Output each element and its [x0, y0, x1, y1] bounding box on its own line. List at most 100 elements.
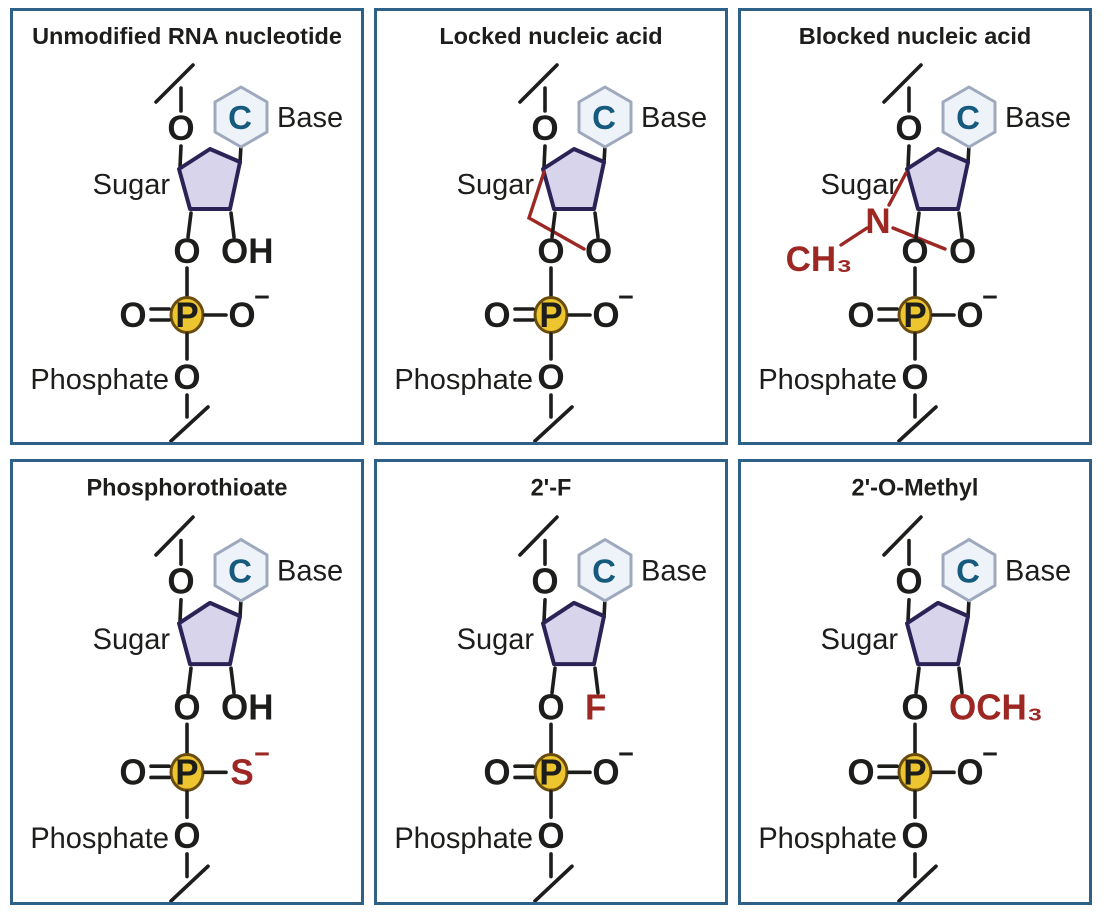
sugar-2prime-bond — [229, 211, 236, 239]
phosphorus-atom: P — [539, 753, 562, 792]
sugar-2prime-group: F — [585, 688, 606, 727]
o5-atom: O — [531, 109, 558, 148]
bottom-strand-slash — [169, 405, 210, 442]
p-right-atom: O — [592, 753, 619, 792]
phosphorus-atom: P — [175, 296, 198, 335]
phosphate-label: Phosphate — [758, 364, 897, 396]
nucleotide-structure-svg: Locked nucleic acid O C Base Sugar — [394, 23, 707, 442]
o5-atom: O — [167, 562, 194, 601]
top-bond-lower — [178, 597, 183, 624]
sugar-2prime-group: O — [585, 232, 612, 271]
double-bond-o-atom: O — [847, 296, 874, 335]
base-letter: C — [956, 553, 980, 590]
base-letter: C — [228, 99, 252, 136]
top-bond-lower — [542, 597, 547, 624]
bottom-o-atom: O — [537, 817, 564, 856]
sugar-2prime-bond — [957, 211, 964, 239]
panel-title: Blocked nucleic acid — [799, 23, 1031, 49]
o3-atom: O — [173, 688, 200, 727]
phosphate-label: Phosphate — [30, 822, 169, 855]
sugar-label: Sugar — [457, 623, 535, 656]
phosphate-label: Phosphate — [758, 822, 897, 855]
phosphorus-atom: P — [903, 753, 926, 792]
nucleotide-panel: 2'-F O C Base Sugar — [374, 459, 728, 905]
bottom-strand-slash — [897, 405, 938, 442]
phosphate-label: Phosphate — [30, 364, 169, 396]
nucleotide-structure-svg: Unmodified RNA nucleotide O C Base Sugar — [30, 23, 343, 442]
base-hexagon — [577, 85, 633, 149]
nucleotide-structure-svg: Phosphorothioate O C Base Sugar — [30, 475, 343, 902]
double-bond-o-atom: O — [119, 296, 146, 335]
o3-atom: O — [173, 232, 200, 271]
p-right-atom: S — [230, 753, 253, 792]
base-label: Base — [641, 102, 707, 134]
sugar-o3-bond — [914, 666, 921, 695]
top-strand-slash — [882, 63, 923, 104]
o5-atom: O — [167, 109, 194, 148]
base-label: Base — [277, 102, 343, 134]
nucleotide-structure-svg: Blocked nucleic acid O C Base Sugar N — [758, 23, 1071, 442]
sugar-o3-bond — [550, 211, 557, 239]
phosphate-label: Phosphate — [394, 364, 533, 396]
sugar-pentagon — [541, 600, 606, 667]
panel-title: 2'-F — [531, 475, 572, 501]
double-bond-o-atom: O — [483, 296, 510, 335]
sugar-pentagon — [541, 147, 606, 211]
top-bond-lower — [178, 144, 183, 169]
bottom-strand-slash — [169, 864, 210, 902]
blocked-bond-sugar-n — [887, 171, 908, 207]
blocked-n-atom: N — [865, 202, 890, 241]
sugar-label: Sugar — [457, 169, 535, 201]
base-label: Base — [277, 554, 343, 587]
sugar-o3-bond — [186, 666, 193, 695]
base-hexagon — [213, 538, 269, 603]
o3-atom: O — [901, 232, 928, 271]
double-bond-o-atom: O — [483, 753, 510, 792]
nucleotide-panel: Blocked nucleic acid O C Base Sugar N — [738, 8, 1092, 445]
locked-bridge-bond — [526, 170, 586, 251]
bottom-o-atom: O — [901, 817, 928, 856]
p-right-charge: − — [618, 282, 634, 312]
panel-title: Phosphorothioate — [87, 475, 288, 501]
sugar-2prime-bond — [593, 211, 600, 239]
sugar-label: Sugar — [93, 623, 171, 656]
base-hexagon — [941, 85, 997, 149]
top-bond-lower — [542, 144, 547, 169]
sugar-pentagon — [177, 147, 242, 211]
top-strand-slash — [154, 515, 195, 557]
nucleotide-panel: 2'-O-Methyl O C Base Sugar — [738, 459, 1092, 905]
sugar-o3-bond — [186, 211, 193, 239]
sugar-2prime-group: OH — [221, 688, 273, 727]
phosphate-label: Phosphate — [394, 822, 533, 855]
o5-atom: O — [895, 109, 922, 148]
bottom-o-atom: O — [901, 358, 928, 397]
p-right-charge: − — [254, 282, 270, 312]
p-right-atom: O — [592, 296, 619, 335]
sugar-o3-bond — [550, 666, 557, 695]
sugar-2prime-group: OH — [221, 232, 274, 271]
phosphorus-atom: P — [175, 753, 198, 792]
bottom-strand-slash — [533, 405, 574, 442]
bottom-strand-slash — [533, 864, 574, 902]
o3-atom: O — [537, 232, 564, 271]
p-right-charge: − — [618, 738, 634, 769]
o5-atom: O — [531, 562, 558, 601]
top-strand-slash — [518, 515, 559, 557]
blocked-bond-ch3-n — [839, 226, 869, 247]
sugar-label: Sugar — [93, 169, 171, 201]
phosphorus-atom: P — [539, 296, 562, 335]
nucleotide-structure-svg: 2'-F O C Base Sugar — [394, 475, 707, 902]
p-right-charge: − — [982, 282, 998, 312]
base-label: Base — [1005, 102, 1071, 134]
sugar-pentagon — [177, 600, 242, 667]
p-right-atom: O — [228, 296, 255, 335]
nucleotide-panel: Phosphorothioate O C Base Sugar — [10, 459, 364, 905]
base-hexagon — [213, 85, 269, 149]
panel-title: Unmodified RNA nucleotide — [32, 23, 342, 49]
phosphorus-atom: P — [903, 296, 926, 335]
sugar-2prime-bond — [957, 666, 964, 695]
top-strand-slash — [518, 63, 559, 104]
p-right-charge: − — [254, 738, 270, 769]
o3-atom: O — [901, 688, 928, 727]
sugar-2prime-group: OCH₃ — [949, 688, 1043, 727]
